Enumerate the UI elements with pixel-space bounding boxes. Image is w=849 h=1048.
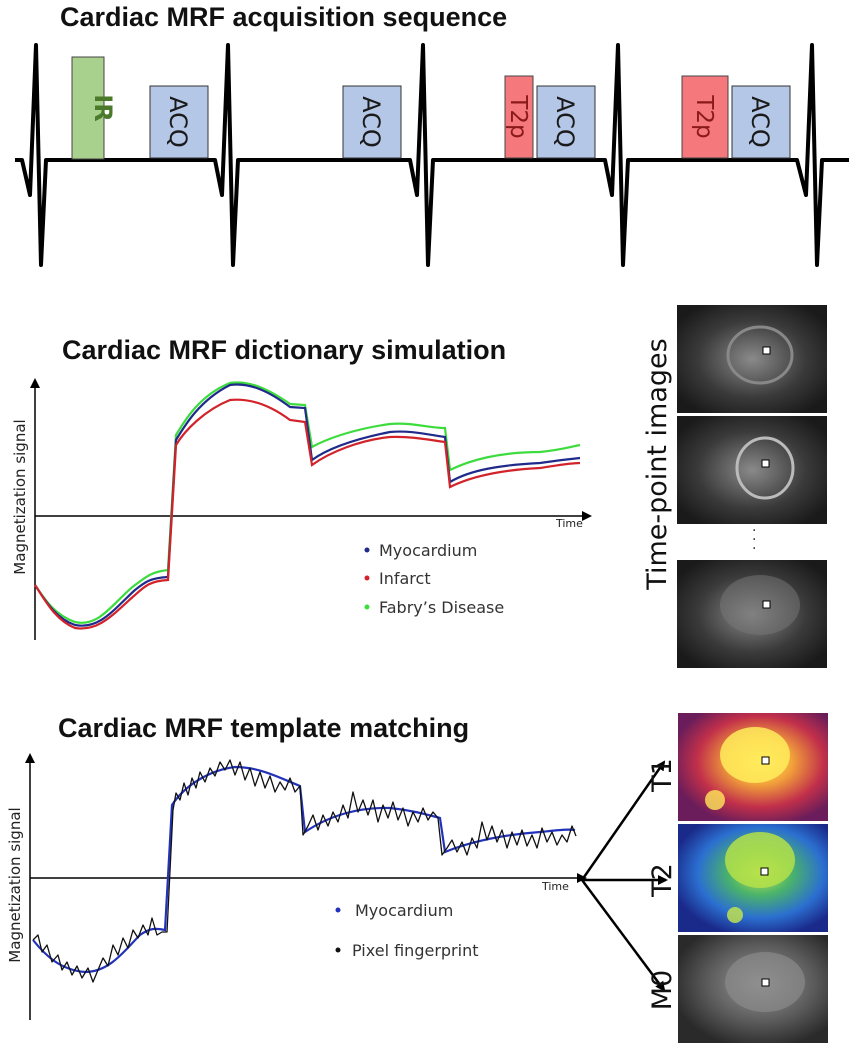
acq-block-label: ACQ <box>164 96 192 148</box>
t2p-block-label: T2p <box>505 94 531 138</box>
acq-block-1: ACQ <box>149 85 209 159</box>
legend-label: Myocardium <box>379 541 477 560</box>
matching-axes <box>25 753 587 1020</box>
matching-legend: Myocardium Pixel fingerprint <box>335 901 478 960</box>
dictionary-legend: Myocardium Infarct Fabry’s Disease <box>364 541 504 617</box>
matching-ylabel: Magnetization signal <box>6 807 24 962</box>
legend-label: Fabry’s Disease <box>379 598 504 617</box>
matching-title: Cardiac MRF template matching <box>58 713 470 743</box>
dictionary-title: Cardiac MRF dictionary simulation <box>62 335 507 365</box>
acq-block-label: ACQ <box>357 96 385 148</box>
matching-myocardium-curve <box>32 765 576 974</box>
legend-label: Infarct <box>379 569 431 588</box>
legend-label: Myocardium <box>355 901 453 920</box>
legend-item-infarct: Infarct <box>364 569 431 588</box>
dictionary-xlabel: Time <box>555 517 583 530</box>
time-point-image-1 <box>677 305 827 413</box>
ecg-trace <box>15 43 849 267</box>
t2p-block-2: T2p <box>681 75 729 159</box>
dictionary-ylabel: Magnetization signal <box>11 419 29 574</box>
t2p-block-label: T2p <box>691 94 717 138</box>
time-point-images-label: Time-point images <box>642 338 673 590</box>
legend-item-fabry: Fabry’s Disease <box>364 598 504 617</box>
map-label-m0: M0 <box>647 970 678 1010</box>
legend-label: Pixel fingerprint <box>352 941 478 960</box>
time-point-image-2 <box>677 416 827 524</box>
m0-map-image <box>678 935 828 1043</box>
t2p-block-1: T2p <box>504 75 534 159</box>
curve-infarct <box>34 398 581 630</box>
dictionary-axes <box>30 378 592 640</box>
acq-block-4: ACQ <box>731 85 791 159</box>
map-label-t2: T2 <box>647 863 678 898</box>
matching-pixel-fingerprint <box>32 759 577 983</box>
acq-block-label: ACQ <box>551 96 579 148</box>
t1-map-image <box>678 713 828 821</box>
t2-map-image <box>678 824 828 932</box>
acquisition-title: Cardiac MRF acquisition sequence <box>60 2 508 32</box>
legend-item-myocardium: Myocardium <box>364 541 477 560</box>
legend-item-myocardium: Myocardium <box>335 901 453 920</box>
curve-myocardium <box>34 383 581 627</box>
acq-block-label: ACQ <box>746 96 774 148</box>
acq-block-3: ACQ <box>536 85 596 159</box>
acq-block-2: ACQ <box>342 85 402 159</box>
legend-item-pixel-fingerprint: Pixel fingerprint <box>335 941 478 960</box>
time-point-ellipsis: ··· <box>752 523 756 557</box>
ir-block: IR <box>71 56 117 160</box>
ir-block-label: IR <box>89 94 117 121</box>
map-label-t1: T1 <box>647 758 678 793</box>
matching-xlabel: Time <box>541 880 569 893</box>
map-arrows <box>580 760 668 992</box>
time-point-image-3 <box>677 560 827 668</box>
curve-fabry <box>34 381 581 624</box>
